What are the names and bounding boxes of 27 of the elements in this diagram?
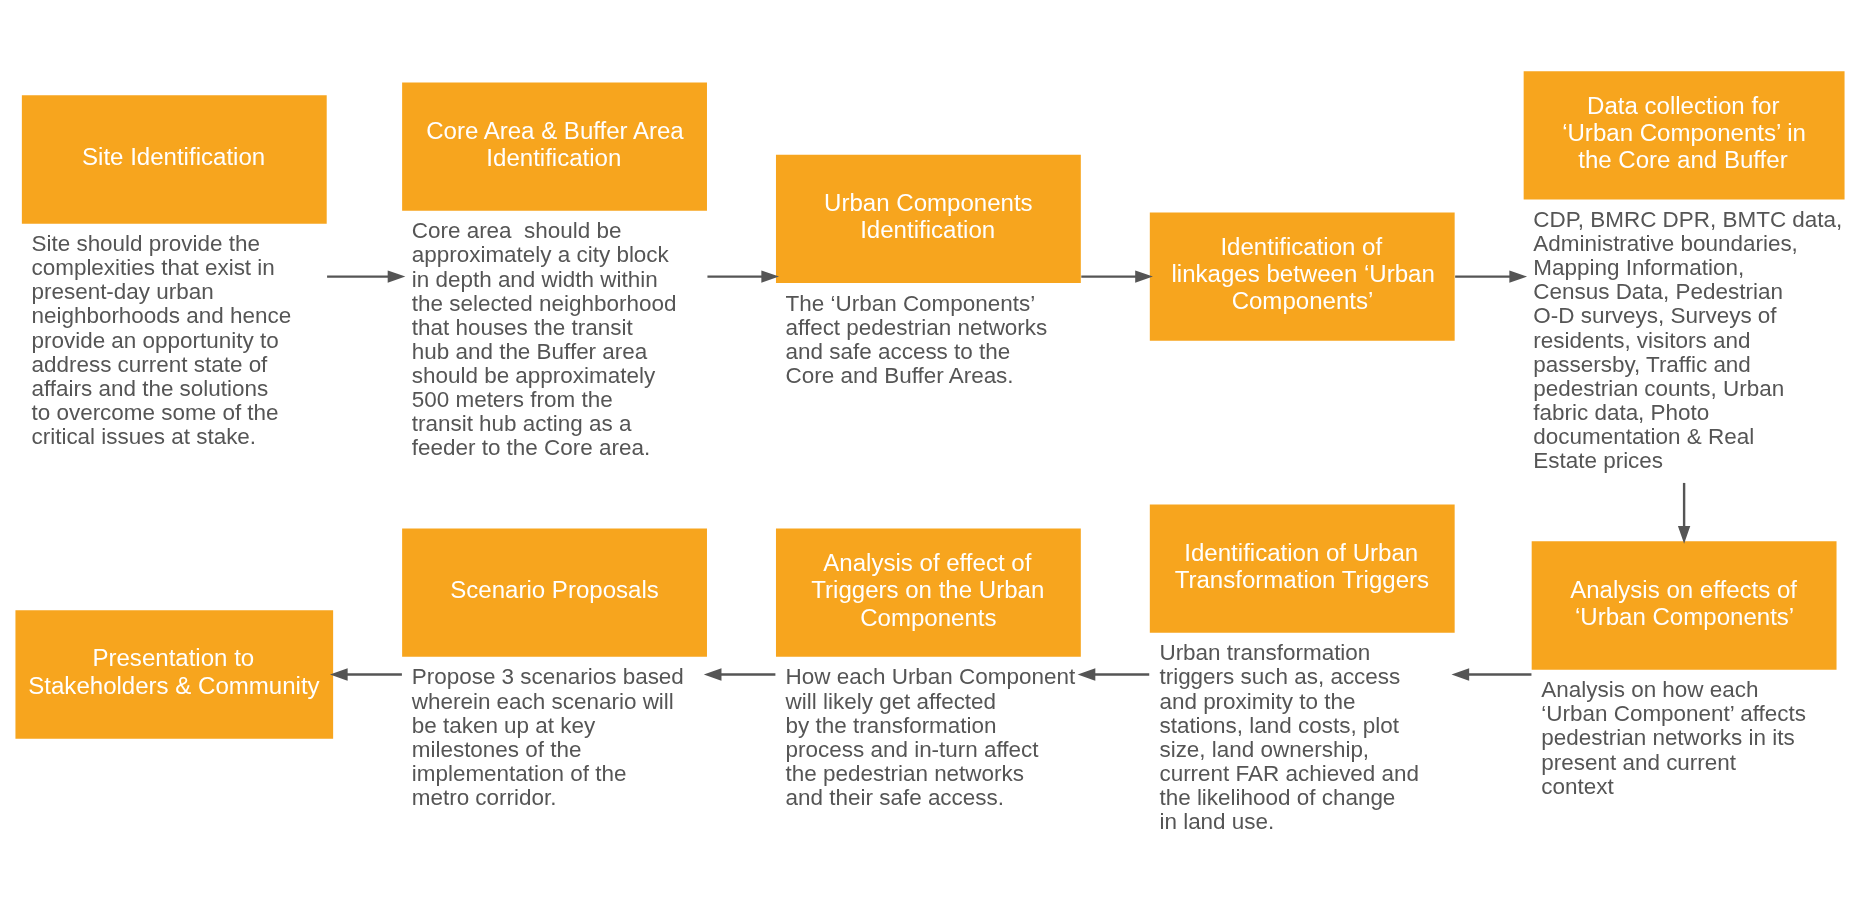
arrow [327,269,406,283]
node-box: Site Identification [21,94,327,224]
arrow [1077,667,1150,681]
arrow [1677,482,1691,544]
node-label: Propose 3 scenarios based wherein each scenario will be taken up at key milestones of the implementation of the metro corridor. [411,663,684,810]
node-label: The ‘Urban Components’ affect pedestrian networks and safe access to the Core and Buffer Areas. [785,290,1048,388]
node-label: Urban transformation triggers such as, access and proximity to the stations, land costs, plot size, land ownership, current FAR achieved and the likelihood of change in land use. [1159,639,1420,834]
node-box: Scenario Proposals [402,528,707,657]
node-box: Data collection for ‘Urban Components’ in the Core and Buffer [1523,70,1845,200]
arrow [703,667,776,681]
arrow [329,667,402,681]
node-box: Identification of Urban Transformation Triggers [1149,503,1455,633]
node-label: Core area should be approximately a city block in depth and width within the selected neighborhood that houses the transit hub and the Buffer area should be approximately 500 meters from the transit hub acting as a feeder to the Core area. [411,217,677,460]
arrow [1081,269,1153,283]
arrow [1455,269,1528,283]
node-box: Analysis on effects of ‘Urban Components’ [1531,540,1837,670]
node-label: Analysis on how each ‘Urban Component’ affects pedestrian networks in its present and current context [1541,676,1806,799]
node-label: CDP, BMRC DPR, BMTC data, Administrative boundaries, Mapping Information, Census Data, Pedestrian O-D surveys, Surveys of residents, visitors and passersby, Traffic and pedestrian counts, Urban fabric data, Photo documentation & Real Estate prices [1533,206,1843,473]
arrow [1451,667,1532,681]
node-box: Core Area & Buffer Area Identification [402,81,707,211]
node-box: Presentation to Stakeholders & Community [15,609,334,739]
node-label: How each Urban Component will likely get affected by the transformation process and in-turn affect the pedestrian networks and their safe access. [785,663,1076,810]
node-box: Urban Components Identification [775,154,1081,283]
node-box: Identification of linkages between ‘Urban Components’ [1149,211,1455,341]
node-label: Site should provide the complexities that exist in present-day urban neighborhoods and hence provide an opportunity to address current state of affairs and the solutions to overcome some of the critical issues at stake. [31,230,292,449]
node-box: Analysis of effect of Triggers on the Urban Components [775,528,1081,657]
arrow [707,269,780,283]
